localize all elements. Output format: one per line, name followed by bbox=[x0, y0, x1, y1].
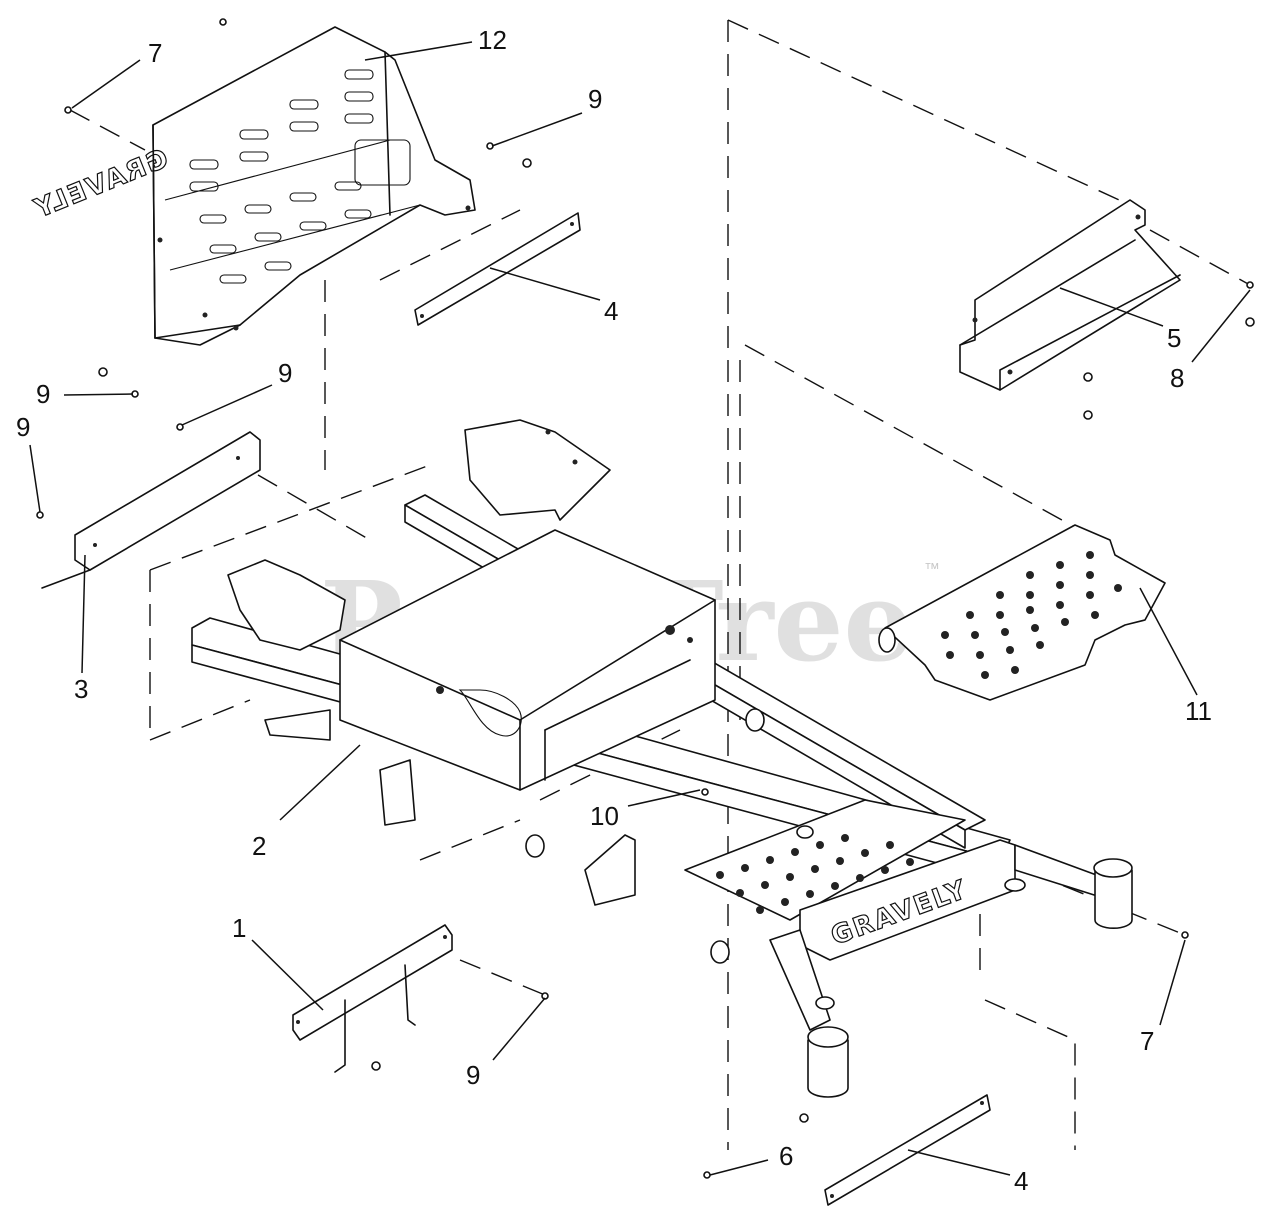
callout-3: 3 bbox=[74, 674, 88, 704]
callout-9-left: 9 bbox=[36, 379, 50, 409]
callout-7-bottom: 7 bbox=[1140, 1026, 1154, 1056]
screw-icon bbox=[176, 423, 184, 431]
assembly-dashed-lines bbox=[69, 19, 1251, 1150]
foot-plate-holes bbox=[941, 551, 1122, 679]
callout-11: 11 bbox=[1185, 696, 1212, 726]
screw-icon bbox=[64, 106, 72, 114]
screw-icon bbox=[1246, 281, 1254, 289]
callout-6: 6 bbox=[779, 1141, 793, 1171]
strip-part-4-lower bbox=[824, 1094, 991, 1206]
seat-pan-part-12: GRAVELY bbox=[28, 26, 476, 346]
bracket-part-1 bbox=[292, 924, 453, 1073]
frame-plate-holes bbox=[716, 834, 914, 914]
callout-9-bottom: 9 bbox=[466, 1060, 480, 1090]
callout-12: 12 bbox=[478, 25, 507, 55]
seat-pan-brand-mark: GRAVELY bbox=[29, 144, 173, 225]
screw-icon bbox=[36, 511, 44, 519]
callout-2: 2 bbox=[252, 831, 266, 861]
callout-7-top: 7 bbox=[148, 38, 162, 68]
nut-icon bbox=[98, 367, 108, 377]
callout-4-upper: 4 bbox=[604, 296, 618, 326]
callout-9-far-left: 9 bbox=[16, 412, 30, 442]
nut-icon bbox=[1083, 372, 1093, 382]
callout-9-top-right: 9 bbox=[588, 84, 602, 114]
nut-icon bbox=[371, 1061, 381, 1071]
callout-10: 10 bbox=[590, 801, 619, 831]
seat-pan-slots bbox=[189, 69, 374, 284]
callout-1: 1 bbox=[232, 913, 246, 943]
main-frame-part-2: GRAVELY bbox=[191, 419, 1133, 1098]
nut-icon bbox=[1245, 317, 1255, 327]
callout-labels: 7 12 9 4 5 8 9 9 9 3 11 10 2 1 9 7 6 4 bbox=[16, 25, 1212, 1196]
bracket-part-5 bbox=[959, 199, 1181, 391]
nut-icon bbox=[1083, 410, 1093, 420]
nut-icon bbox=[799, 1113, 809, 1123]
strip-part-4-upper bbox=[414, 212, 581, 326]
strip-part-3 bbox=[41, 431, 261, 589]
callout-5: 5 bbox=[1167, 323, 1181, 353]
screw-icon bbox=[701, 788, 709, 796]
watermark-trademark: ™ bbox=[924, 561, 940, 578]
foot-plate-part-11 bbox=[878, 524, 1166, 701]
screw-icon bbox=[703, 1171, 711, 1179]
callout-9-mid: 9 bbox=[278, 358, 292, 388]
nut-icon bbox=[219, 18, 227, 26]
nut-icon bbox=[522, 158, 532, 168]
callout-8: 8 bbox=[1170, 363, 1184, 393]
callout-4-lower: 4 bbox=[1014, 1166, 1028, 1196]
screw-icon bbox=[1181, 931, 1189, 939]
callout-leaders bbox=[29, 41, 1251, 1176]
